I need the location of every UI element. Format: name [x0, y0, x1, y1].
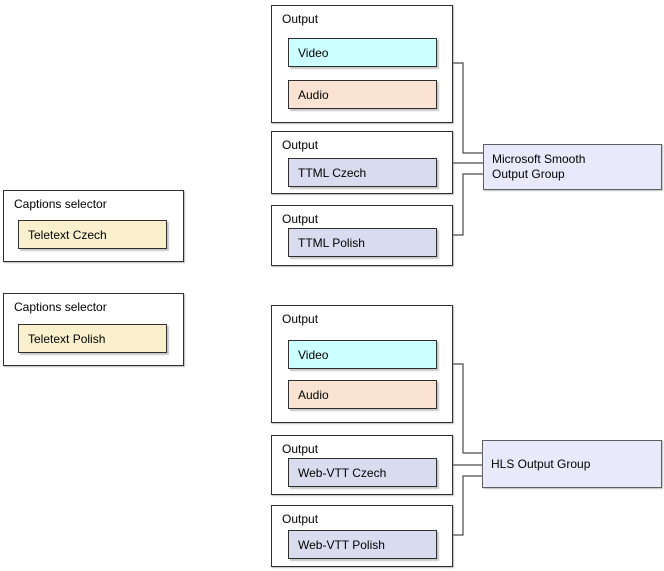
audio-label: Audio	[298, 87, 329, 102]
ttml-polish-label: TTML Polish	[298, 235, 365, 250]
teletext-czech-item: Teletext Czech	[18, 220, 167, 249]
output-title: Output	[282, 138, 319, 152]
ttml-czech-item: TTML Czech	[288, 158, 437, 187]
hls-group-label: HLS Output Group	[491, 456, 591, 471]
smooth-audio-item: Audio	[288, 80, 437, 109]
hls-video-item: Video	[288, 340, 437, 369]
video-label: Video	[298, 45, 329, 60]
hls-group-box: HLS Output Group	[482, 440, 662, 488]
webvtt-polish-label: Web-VTT Polish	[298, 537, 385, 552]
ttml-polish-item: TTML Polish	[288, 228, 437, 257]
captions-selector-title: Captions selector	[14, 300, 107, 314]
connector-smooth-av	[453, 62, 483, 154]
output-title: Output	[282, 442, 319, 456]
hls-output-polish-box: Output Web-VTT Polish	[271, 505, 453, 567]
smooth-output-av-box: Output Video Audio	[271, 5, 453, 123]
teletext-polish-label: Teletext Polish	[28, 331, 106, 346]
output-title: Output	[282, 12, 319, 26]
teletext-czech-label: Teletext Czech	[28, 227, 107, 242]
hls-audio-item: Audio	[288, 380, 437, 409]
webvtt-czech-label: Web-VTT Czech	[298, 465, 387, 480]
connector-smooth-polish	[453, 173, 483, 236]
output-title: Output	[282, 512, 319, 526]
smooth-output-czech-box: Output TTML Czech	[271, 131, 453, 194]
microsoft-smooth-group-label: Microsoft Smooth Output Group	[492, 152, 586, 181]
ttml-czech-label: TTML Czech	[298, 165, 367, 180]
captions-selector-title: Captions selector	[14, 197, 107, 211]
webvtt-polish-item: Web-VTT Polish	[288, 530, 437, 559]
video-label: Video	[298, 347, 329, 362]
captions-selector-box-czech: Captions selector Teletext Czech	[3, 190, 184, 262]
captions-selector-box-polish: Captions selector Teletext Polish	[3, 293, 184, 366]
hls-output-czech-box: Output Web-VTT Czech	[271, 435, 453, 495]
connector-hls-av	[453, 363, 482, 454]
smooth-video-item: Video	[288, 38, 437, 67]
smooth-output-polish-box: Output TTML Polish	[271, 205, 453, 266]
hls-output-av-box: Output Video Audio	[271, 305, 453, 423]
output-title: Output	[282, 312, 319, 326]
connector-hls-polish	[453, 475, 482, 536]
webvtt-czech-item: Web-VTT Czech	[288, 458, 437, 487]
microsoft-smooth-group-box: Microsoft Smooth Output Group	[483, 144, 662, 190]
output-title: Output	[282, 212, 319, 226]
teletext-polish-item: Teletext Polish	[18, 324, 167, 353]
audio-label: Audio	[298, 387, 329, 402]
